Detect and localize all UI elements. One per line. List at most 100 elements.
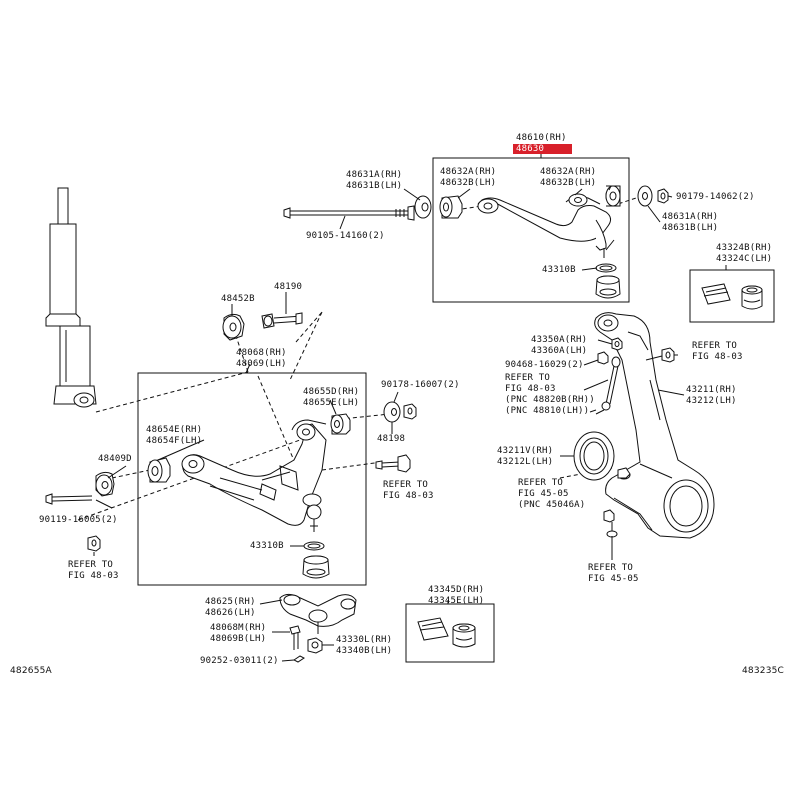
label-43211v: 43211V(RH) [497,446,554,456]
label-43340b: 43340B(LH) [336,646,393,656]
shock-absorber [45,187,97,408]
label-48452b: 48452B [221,294,255,304]
label-90178: 90178-16007(2) [381,380,460,390]
label-48631b-right: 48631B(LH) [662,223,719,233]
bolt-48068m [289,625,301,650]
label-pnc-45046a: (PNC 45046A) [518,500,586,510]
label-90179: 90179-14062(2) [676,192,755,202]
label-48068: 48068(RH) [236,348,287,358]
label-48068m: 48068M(RH) [210,623,267,633]
label-48631a-left: 48631A(RH) [346,170,403,180]
label-refer-lower-left-1: REFER TO [68,560,113,570]
label-refer-tie-rod-1: REFER TO [588,563,633,573]
upper-ball-joint-boot [595,263,621,299]
label-48190: 48190 [274,282,303,292]
label-43310b-upper: 43310B [542,265,576,275]
label-48610: 48610(RH) [516,133,567,143]
label-43324b: 43324B(RH) [716,243,773,253]
label-43360a: 43360A(LH) [531,346,588,356]
label-refer-lower-left-2: FIG 48-03 [68,571,119,581]
lower-ball-joint-48625 [279,593,357,634]
cam-washer-right [637,185,653,207]
label-48626: 48626(LH) [205,608,256,618]
bushing-48655d [330,413,351,435]
lower-ball-joint-boot [302,541,330,579]
nut-lower-left [87,535,101,552]
label-43330l: 43330L(RH) [336,635,393,645]
boot-kit-box-upper [689,269,775,323]
label-48069b: 48069B(LH) [210,634,267,644]
label-48198: 48198 [377,434,406,444]
label-48632a-left: 48632A(RH) [440,167,497,177]
cam-48198 [383,401,401,423]
label-43345e: 43345E(LH) [428,596,485,606]
label-48625: 48625(RH) [205,597,256,607]
label-43212l: 43212L(LH) [497,457,554,467]
illustration-number-left: 482655A [10,666,52,676]
label-refer-lower-mid-2: FIG 48-03 [383,491,434,501]
boot-kit-box-lower [405,603,495,663]
washer-knuckle [617,467,631,479]
label-pnc-48810: (PNC 48810(LH)) [505,406,590,416]
boot-kit-upper [701,283,763,310]
label-90119: 90119-16005(2) [39,515,118,525]
steering-knuckle [594,312,715,539]
bushing-right [605,185,621,207]
illustration-number-right: 483235C [742,666,785,676]
cam-48452b [222,313,245,341]
label-43211: 43211(RH) [686,385,737,395]
nut-90179 [657,188,669,204]
bolt-refer-lower [375,454,411,473]
bolt-refer-right [661,347,675,363]
label-48632b-left: 48632B(LH) [440,178,497,188]
bushing-left [439,195,463,219]
label-90105: 90105-14160(2) [306,231,385,241]
upper-arm-group-box [432,157,630,303]
label-48654f: 48654F(LH) [146,436,203,446]
label-90468: 90468-16029(2) [505,360,584,370]
label-refer-lower-mid-1: REFER TO [383,480,428,490]
bushing-48654e [147,457,171,483]
nut-43350a [611,337,623,351]
label-refer-knuckle-1: REFER TO [518,478,563,488]
label-48655d: 48655D(RH) [303,387,360,397]
label-48631b-left: 48631B(LH) [346,181,403,191]
bolt-90119 [45,493,93,505]
cam-48409d [95,471,115,497]
label-48632b-right: 48632B(LH) [540,178,597,188]
lower-control-arm [181,419,327,532]
label-48409d: 48409D [98,454,132,464]
label-43350a: 43350A(RH) [531,335,588,345]
label-90252: 90252-03011(2) [200,656,279,666]
boot-kit-lower [417,617,476,648]
label-refer-link-1: REFER TO [505,373,550,383]
nut-90178 [403,403,417,420]
cotter-pin-90252 [293,655,305,663]
label-43324c: 43324C(LH) [716,254,773,264]
upper-control-arm [477,193,615,258]
label-48632a-right: 48632A(RH) [540,167,597,177]
bolt-90105 [283,205,415,221]
label-refer-tie-rod-2: FIG 45-05 [588,574,639,584]
lower-arm-group-box [137,372,367,586]
label-refer-knuckle-2: FIG 45-05 [518,489,569,499]
label-48069: 48069(LH) [236,359,287,369]
nut-90468 [597,351,609,365]
label-43345d: 43345D(RH) [428,585,485,595]
label-48654e: 48654E(RH) [146,425,203,435]
label-43310b-lower: 43310B [250,541,284,551]
label-refer-upper-right-2: FIG 48-03 [692,352,743,362]
label-pnc-48820b: (PNC 48820B(RH)) [505,395,595,405]
bolt-48190 [261,312,303,329]
cam-washer-left [414,195,432,219]
label-48630-highlighted: 48630 [513,144,572,154]
dust-seal-43211v [573,431,615,481]
stabilizer-link [589,356,621,415]
label-48631a-right: 48631A(RH) [662,212,719,222]
label-48655e: 48655E(LH) [303,398,360,408]
label-refer-link-2: FIG 48-03 [505,384,556,394]
label-refer-upper-right-1: REFER TO [692,341,737,351]
nut-43330l [307,637,323,654]
label-43212: 43212(LH) [686,396,737,406]
